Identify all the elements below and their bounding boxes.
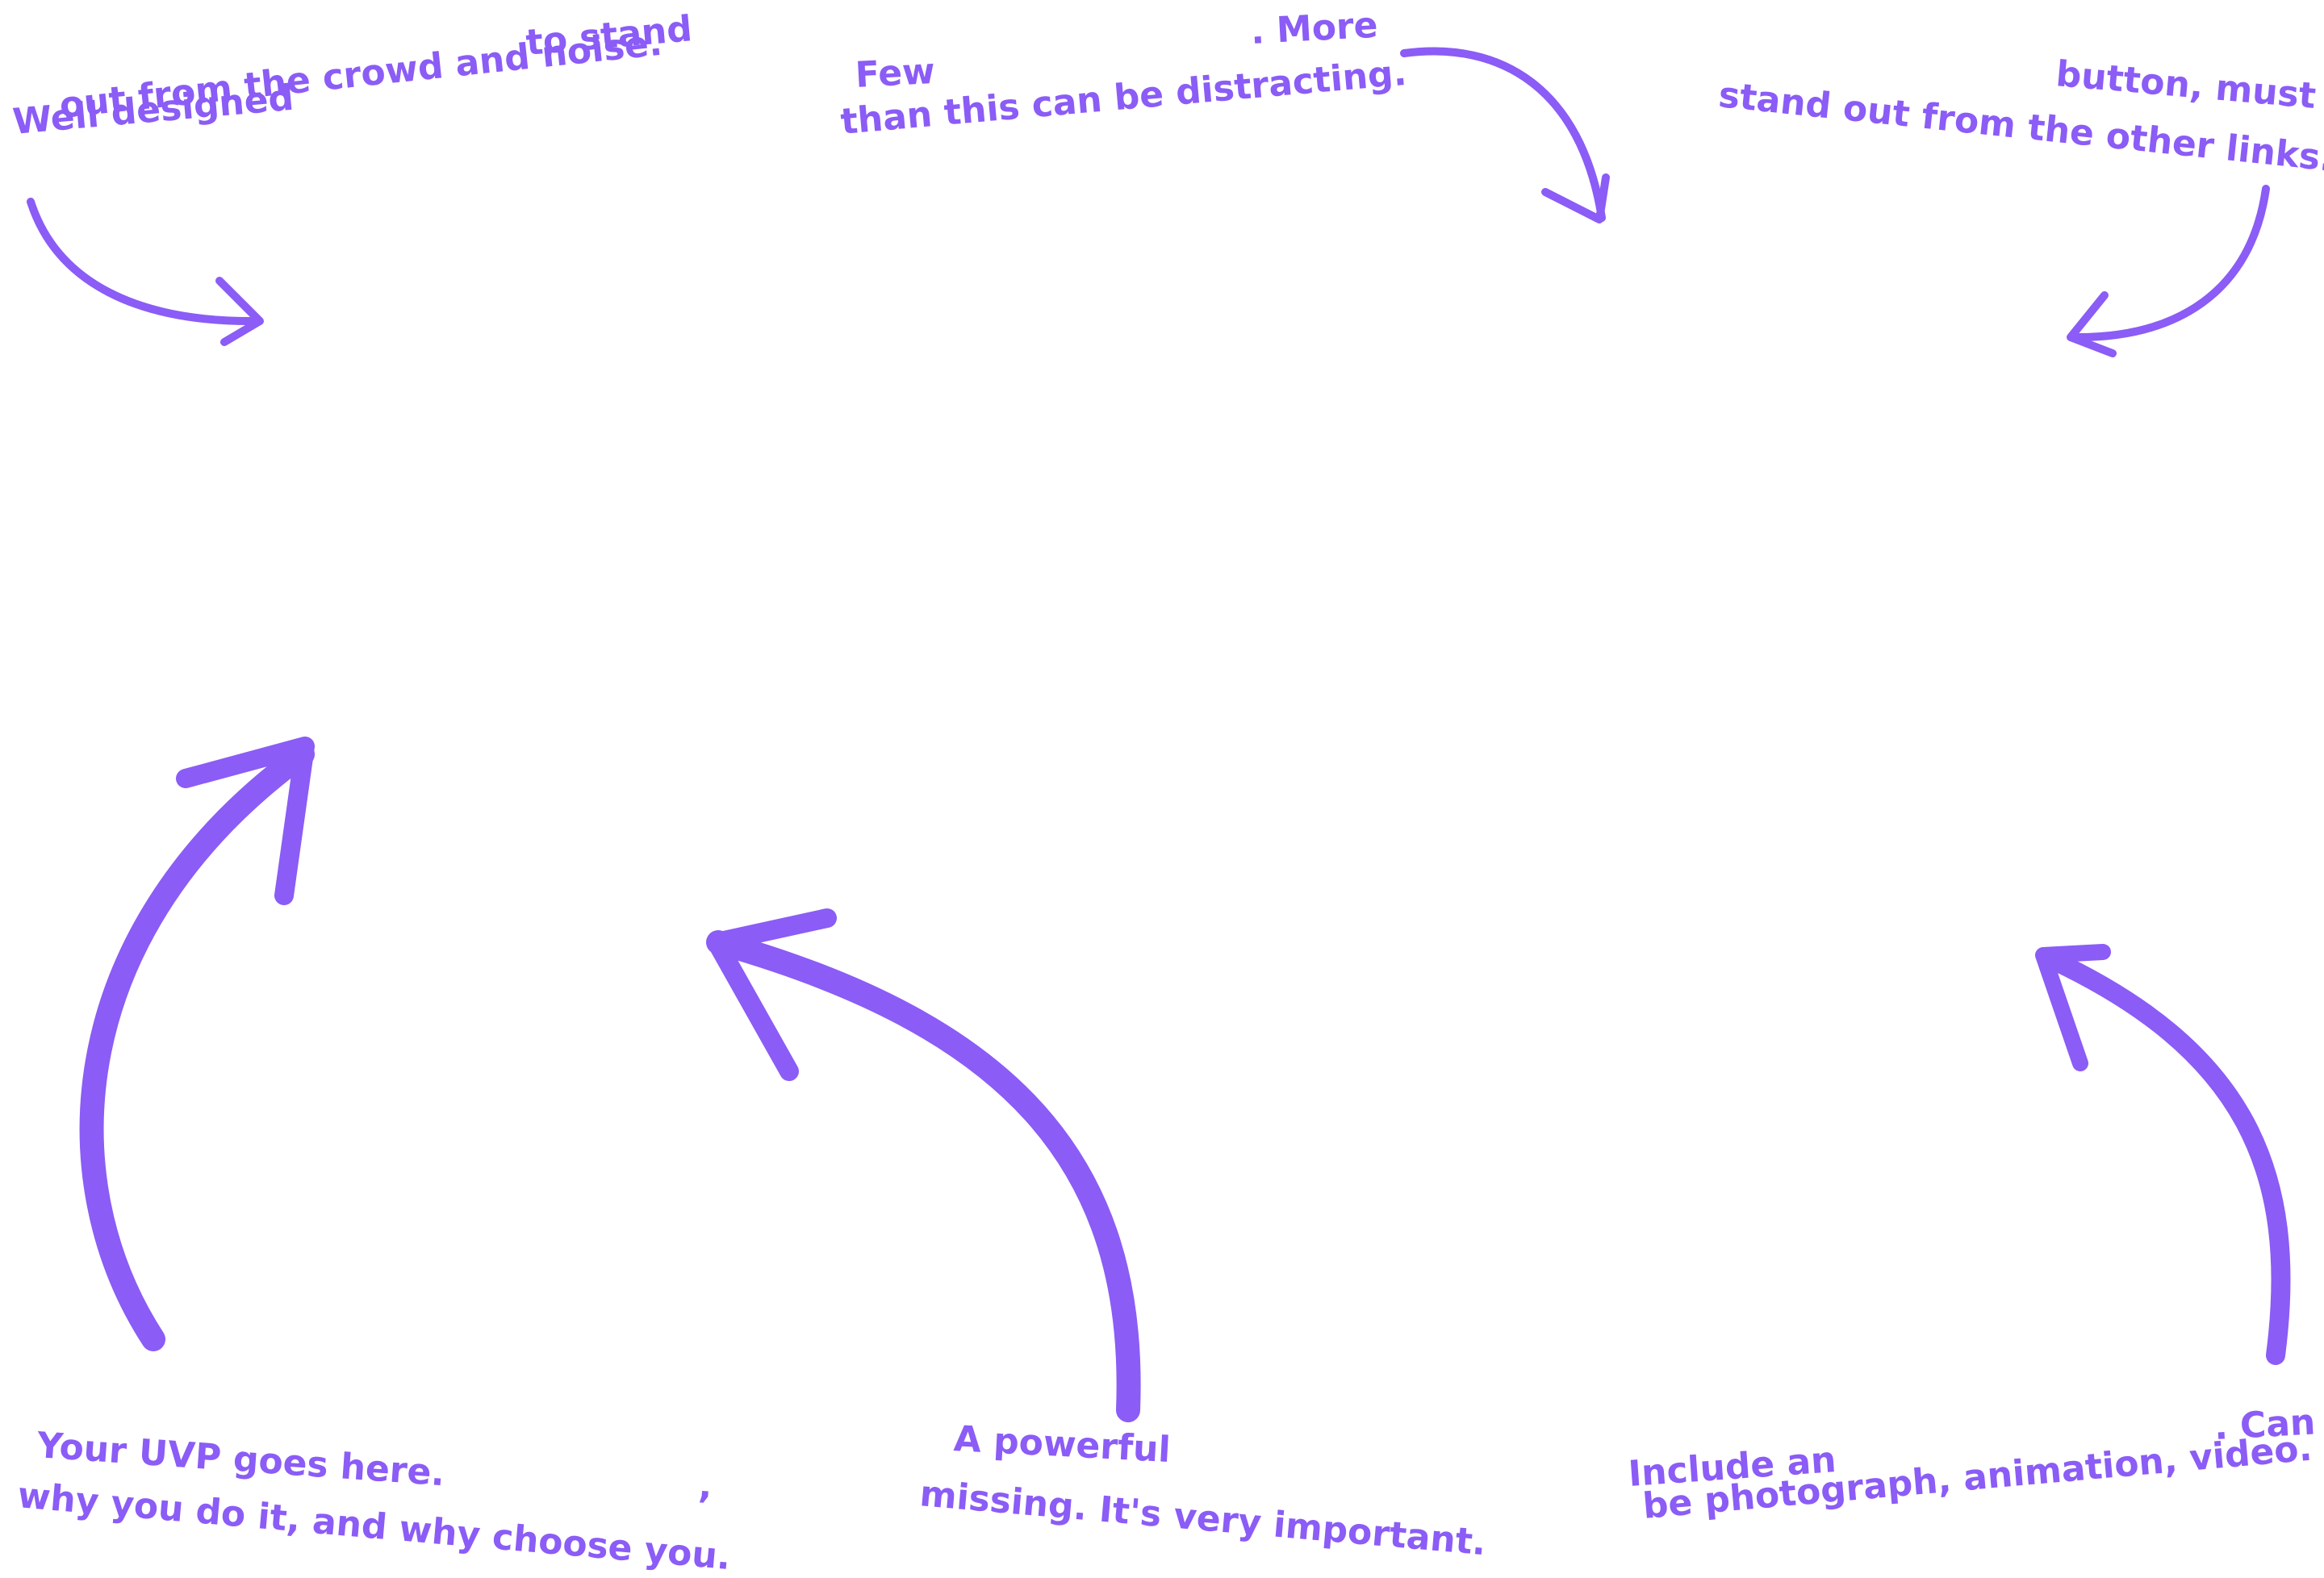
arrow-hero bbox=[2035, 944, 2291, 1365]
arrow-logo bbox=[27, 198, 264, 346]
arrow-uvp bbox=[79, 737, 315, 1351]
arrow-headline bbox=[706, 908, 1141, 1422]
nav-note-line1-end: . More bbox=[1249, 4, 1379, 52]
arrow-nav-links bbox=[1400, 47, 1610, 223]
arrow-cta bbox=[2067, 185, 2270, 357]
uvp-note-line2-comma: , bbox=[697, 1465, 714, 1508]
nav-note-line1-start: Few bbox=[854, 50, 936, 96]
